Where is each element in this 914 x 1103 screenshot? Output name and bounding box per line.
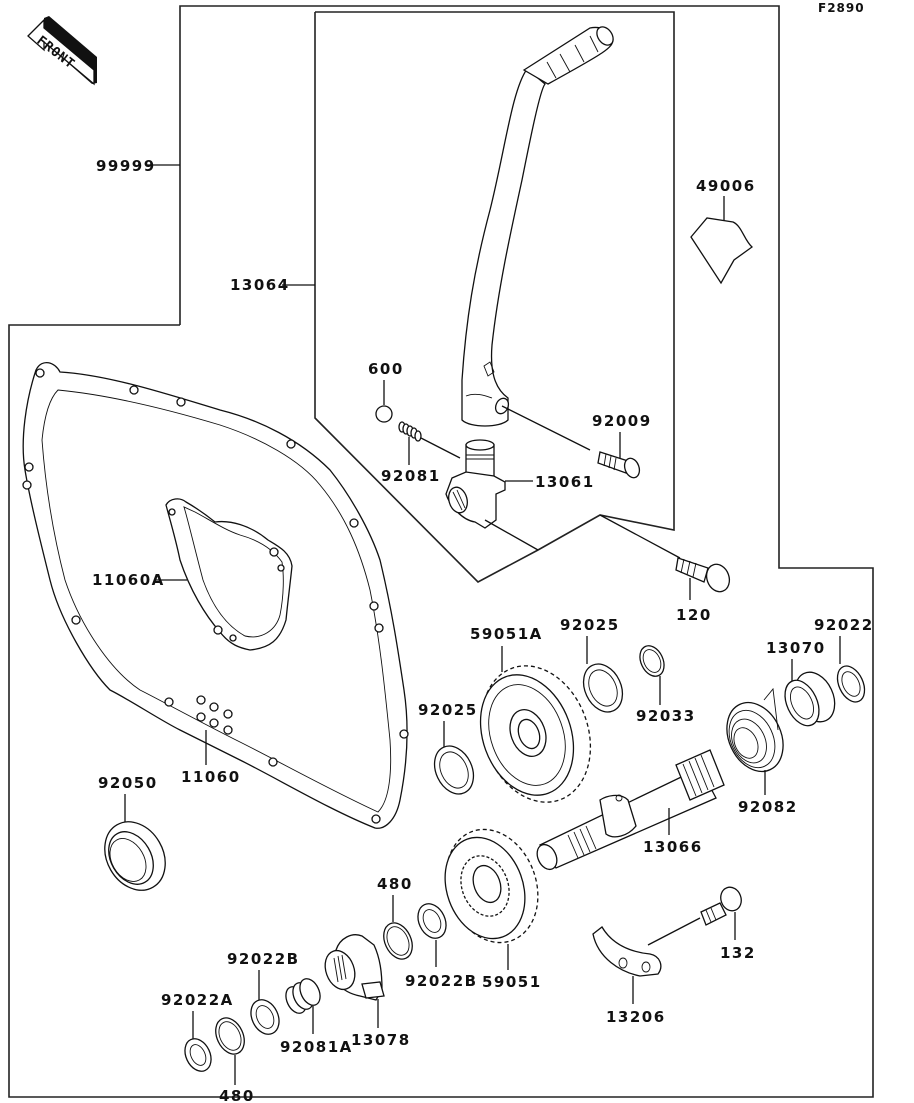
washer-drawing [433, 745, 475, 795]
washer-drawing [250, 999, 280, 1035]
callout-480-lower[interactable]: 480 [210, 1013, 255, 1103]
callout-92025-lower[interactable]: 92025 [418, 701, 481, 800]
part-number-label: 13061 [535, 473, 595, 491]
callout-92081[interactable]: 92081 [381, 421, 461, 485]
front-arrow-icon: FRONT [27, 16, 97, 86]
callout-13070[interactable]: 13070 [766, 639, 842, 731]
ratchet-spring-drawing [285, 978, 321, 1014]
callout-600[interactable]: 600 [368, 360, 404, 423]
oil-seal-drawing [104, 821, 166, 891]
bolt-drawing [675, 557, 731, 593]
part-number-label: 92081A [280, 1038, 353, 1056]
callout-13078[interactable]: 13078 [320, 934, 411, 1049]
part-number-label: 13206 [606, 1008, 666, 1026]
callout-132[interactable]: 132 [647, 884, 756, 962]
callout-120[interactable]: 120 [599, 514, 733, 624]
flange-bolt-drawing [700, 886, 742, 926]
callout-13206[interactable]: 13206 [592, 926, 666, 1026]
group-outline-13064 [314, 11, 675, 583]
callout-92025-upper[interactable]: 92025 [560, 616, 630, 718]
diagram-code: F2890 [818, 1, 865, 15]
return-spring-drawing [726, 687, 784, 773]
part-number-label: 92022A [161, 991, 234, 1009]
part-number-label: 480 [219, 1087, 255, 1103]
part-number-label: 92009 [592, 412, 652, 430]
callout-13064[interactable]: 13064 [230, 276, 315, 294]
spring-drawing [398, 421, 422, 442]
inner-gasket-drawing [165, 498, 293, 651]
callout-92009[interactable]: 92009 [592, 412, 652, 480]
callout-92022[interactable]: 92022 [814, 616, 874, 706]
callout-59051A[interactable]: 59051A [463, 625, 609, 818]
part-number-label: 13066 [643, 838, 703, 856]
washer-drawing [582, 663, 624, 713]
part-number-label: 92050 [98, 774, 158, 792]
part-number-label: 99999 [96, 157, 156, 175]
part-number-label: 92033 [636, 707, 696, 725]
kick-shaft-drawing [536, 749, 725, 871]
shaft-splines [567, 754, 715, 859]
callout-92033[interactable]: 92033 [635, 642, 695, 725]
ball-drawing [375, 405, 393, 423]
part-number-label: 59051A [470, 625, 543, 643]
kick-gear-drawing [444, 828, 539, 944]
callout-92022A[interactable]: 92022A [161, 991, 234, 1075]
circlip-drawing [383, 922, 413, 960]
pedal-boss-drawing [445, 439, 506, 529]
part-number-label: 11060A [92, 571, 165, 589]
part-number-label: 59051 [482, 973, 542, 991]
part-number-label: 92022B [227, 950, 300, 968]
part-number-label: 92022 [814, 616, 874, 634]
washer-drawing [417, 903, 447, 939]
part-number-label: 13070 [766, 639, 826, 657]
callout-49006[interactable]: 49006 [690, 177, 756, 285]
pedal-rubber-drawing [690, 217, 754, 285]
part-number-label: 480 [377, 875, 413, 893]
callout-480-upper[interactable]: 480 [377, 875, 418, 964]
part-number-label: 49006 [696, 177, 756, 195]
idle-gear-drawing [479, 665, 592, 803]
callout-92081A[interactable]: 92081A [280, 976, 353, 1056]
circlip-drawing [639, 645, 665, 677]
callout-99999[interactable]: 99999 [96, 157, 180, 175]
part-number-label: 92025 [418, 701, 478, 719]
kick-pedal-drawing [461, 26, 614, 427]
group-outline-99999 [8, 5, 874, 1098]
screw-drawing [597, 451, 641, 479]
part-number-label: 120 [676, 606, 712, 624]
callout-59051[interactable]: 59051 [431, 816, 553, 991]
callout-92022B-left[interactable]: 92022B [227, 950, 300, 1039]
gasket-bolt-holes [22, 368, 409, 824]
callout-92050[interactable]: 92050 [93, 774, 177, 901]
part-number-label: 13078 [351, 1031, 411, 1049]
callout-13066[interactable]: 13066 [533, 749, 725, 873]
part-number-label: 132 [720, 944, 756, 962]
spring-guide-drawing [784, 671, 836, 727]
part-number-label: 92022B [405, 972, 478, 990]
part-number-label: 600 [368, 360, 404, 378]
ratchet-drawing [324, 934, 385, 1001]
callout-92082[interactable]: 92082 [716, 687, 798, 816]
part-number-label: 92082 [738, 798, 798, 816]
callout-11060[interactable]: 11060 [181, 730, 241, 786]
washer-drawing [184, 1038, 212, 1072]
part-number-label: 92025 [560, 616, 620, 634]
callout-13061[interactable]: 13061 [445, 439, 595, 551]
part-number-label: 13064 [230, 276, 290, 294]
washer-drawing [836, 665, 866, 703]
callout-92022B-right[interactable]: 92022B [405, 899, 478, 990]
guide-plate-drawing [592, 926, 662, 977]
part-number-label: 92081 [381, 467, 441, 485]
callout-11060A[interactable]: 11060A [92, 571, 187, 589]
circlip-drawing [215, 1017, 245, 1055]
part-number-label: 11060 [181, 768, 241, 786]
